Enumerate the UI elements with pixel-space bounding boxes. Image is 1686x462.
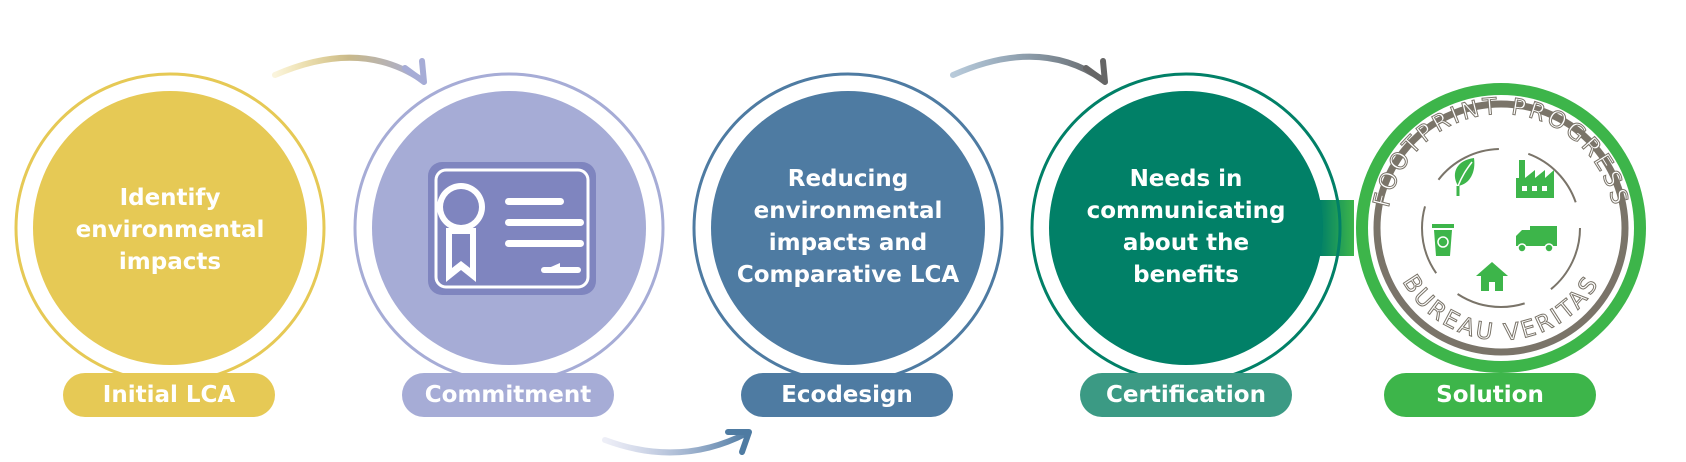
connector-bridge — [1320, 200, 1354, 256]
factory-icon — [1516, 160, 1554, 198]
pill-commitment: Commitment — [402, 373, 614, 417]
certification-description: Needs in communicating about the benefit… — [1086, 166, 1286, 288]
arrow-commitment-to-ecodesign — [602, 429, 752, 456]
step-circle — [711, 91, 985, 365]
truck-icon — [1516, 226, 1557, 253]
step-circle — [1049, 91, 1323, 365]
house-icon — [1476, 262, 1508, 291]
arrow-ecodesign-to-certification — [950, 53, 1108, 85]
arrow-lca-to-commitment — [272, 54, 427, 85]
step-commitment — [353, 72, 665, 384]
seal-background — [1368, 95, 1634, 361]
pill-ecodesign: Ecodesign — [741, 373, 953, 417]
certificate-icon — [428, 162, 596, 295]
initial-lca-description: Identify environmental impacts — [75, 185, 265, 275]
step-solution: FOOTPRINT PROGRESS BUREAU VERITAS — [1356, 83, 1646, 373]
leaf-icon — [1454, 158, 1475, 196]
pill-certification: Certification — [1080, 373, 1292, 417]
step-circle — [33, 91, 307, 365]
pill-initial-lca: Initial LCA — [63, 373, 275, 417]
pill-solution: Solution — [1384, 373, 1596, 417]
recycle-bin-icon — [1432, 224, 1454, 256]
ecodesign-description: Reducing environmental impacts and Compa… — [736, 166, 960, 288]
